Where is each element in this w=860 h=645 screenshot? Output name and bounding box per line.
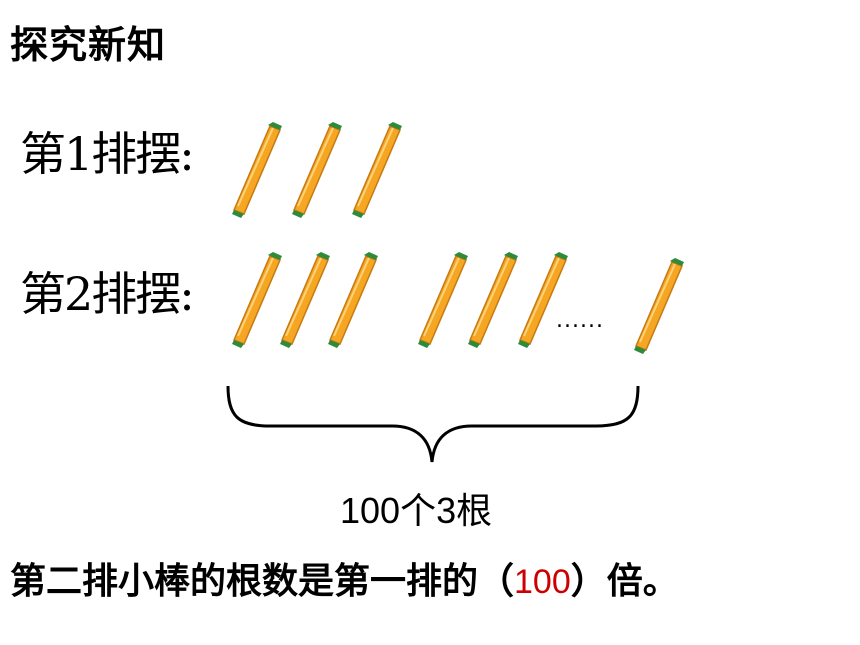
question-sentence: 第二排小棒的根数是第一排的（100）倍。: [10, 552, 679, 604]
row-1-label: 第1排摆:: [20, 127, 195, 181]
page-title: 探究新知: [10, 23, 167, 67]
ellipsis: ......: [556, 308, 604, 333]
answer-value: 100: [514, 563, 571, 601]
brace-label: 100个3根: [340, 490, 493, 531]
sentence-after: ）倍。: [570, 561, 679, 602]
row-2-label: 第2排摆:: [20, 267, 195, 321]
sentence-before: 第二排小棒的根数是第一排的（: [10, 561, 515, 602]
